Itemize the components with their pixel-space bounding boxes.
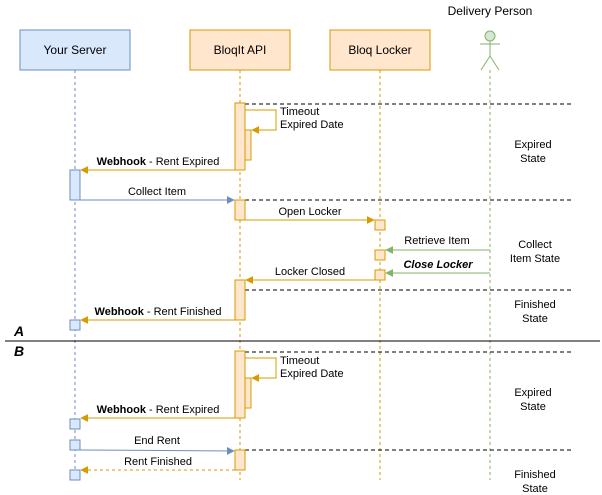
activation-bars-server [69,169,81,481]
message-label: Locker Closed [275,266,345,278]
activation-bar [69,439,81,451]
state-label-line: Collect [518,239,552,251]
message-webhook-rent-finished: Webhook - Rent Finished [80,306,235,324]
message-label: Webhook - Rent Finished [95,306,222,318]
message-label: Expired Date [280,119,344,131]
activation-bar [374,269,386,281]
activation-bar [374,219,386,231]
actor-bloq-locker: Bloq Locker [329,29,431,71]
message-label: Close Locker [403,259,473,271]
actor-your-server-label: Your Server [44,43,107,57]
actor-bloqit-api-label: BloqIt API [214,43,267,57]
activation-bar [234,102,246,171]
section-label-b: B [14,343,24,359]
activation-bar [244,129,252,161]
stick-figure-actor-icon [480,30,500,71]
actor-your-server: Your Server [19,29,131,71]
message-label-bold: Webhook [97,156,147,168]
message-label: Webhook - Rent Expired [97,404,220,416]
actor-bloq-locker-label: Bloq Locker [348,43,411,57]
message-webhook-rent-expired-1: Webhook - Rent Expired [80,156,235,174]
state-label-line: State [522,483,548,495]
message-label: Open Locker [279,206,342,218]
activation-bar [69,319,81,331]
activation-bar [234,199,246,221]
message-label: Timeout [280,355,319,367]
state-label-expired-1: Expired State [514,139,551,165]
activation-bars-locker [374,219,386,281]
message-label: Timeout [280,106,319,118]
activation-bar [234,449,246,471]
actor-delivery-person-label: Delivery Person [448,4,533,18]
message-rent-finished: Rent Finished [80,456,235,474]
activation-bar [244,377,252,409]
message-timeout-2: Timeout Expired Date [245,355,344,382]
message-label-bold: Webhook [95,306,145,318]
activation-bar [69,169,81,201]
message-webhook-rent-expired-2: Webhook - Rent Expired [80,404,235,422]
section-label-a: A [13,323,24,339]
activation-bars-api [234,102,252,471]
actor-bloqit-api: BloqIt API [189,29,291,71]
activation-bar [69,418,81,430]
message-timeout-1: Timeout Expired Date [245,106,344,134]
state-label-line: Item State [510,253,560,265]
message-open-locker: Open Locker [245,206,375,224]
actor-delivery-person: Delivery Person [448,4,533,71]
message-collect-item: Collect Item [80,186,235,204]
message-locker-closed: Locker Closed [245,266,375,284]
activation-bar [69,469,81,481]
state-label-line: State [520,153,546,165]
state-label-finished-2: Finished State [514,469,556,495]
message-label: End Rent [134,435,180,447]
message-label: Retrieve Item [404,235,469,247]
state-label-finished-1: Finished State [514,299,556,325]
state-label-line: State [520,401,546,413]
state-label-line: Finished [514,469,556,481]
activation-bar [374,249,386,261]
message-retrieve-item: Retrieve Item [385,235,490,254]
message-label-rest: - Rent Expired [146,156,219,168]
state-label-line: Expired [514,387,551,399]
state-label-line: Expired [514,139,551,151]
message-label: Webhook - Rent Expired [97,156,220,168]
message-label-bold: Webhook [97,404,147,416]
message-label-rest: - Rent Finished [144,306,222,318]
state-label-line: Finished [514,299,556,311]
activation-bar [234,350,246,419]
state-label-line: State [522,313,548,325]
activation-bar [234,279,246,321]
message-label: Expired Date [280,368,344,380]
message-end-rent: End Rent [79,435,235,455]
state-label-collect: Collect Item State [510,239,560,265]
message-label: Rent Finished [124,456,192,468]
state-label-expired-2: Expired State [514,387,551,413]
message-label-rest: - Rent Expired [146,404,219,416]
message-close-locker: Close Locker [385,259,490,277]
message-label: Collect Item [128,186,186,198]
